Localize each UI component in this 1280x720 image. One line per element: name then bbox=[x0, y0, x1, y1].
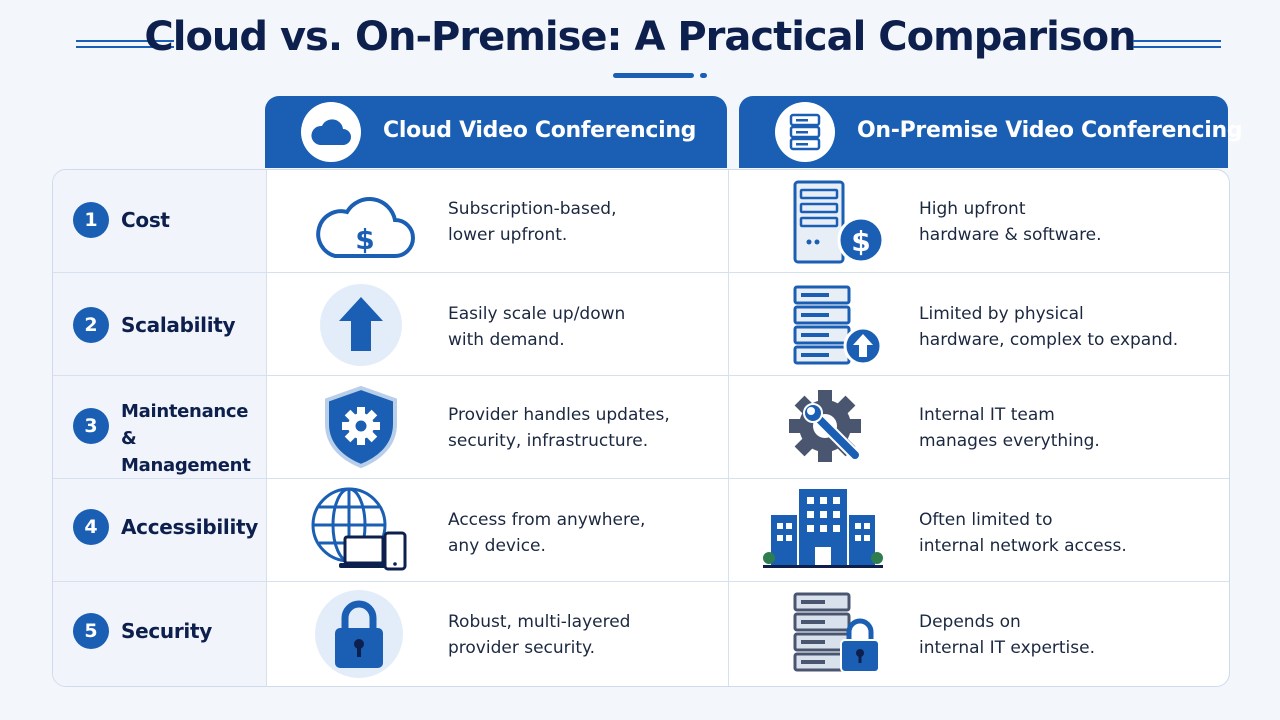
server-lock-icon bbox=[787, 586, 897, 678]
row-divider bbox=[53, 581, 1229, 582]
title-area: Cloud vs. On-Premise: A Practical Compar… bbox=[0, 0, 1280, 90]
row-number-badge: 2 bbox=[73, 307, 109, 343]
header-onprem: On-Premise Video Conferencing bbox=[739, 96, 1243, 168]
svg-text:$: $ bbox=[851, 225, 870, 258]
padlock-icon bbox=[311, 586, 421, 678]
comparison-table: 1 Cost $ Subscription-based, lower upfro… bbox=[52, 169, 1230, 687]
header-onprem-label: On-Premise Video Conferencing bbox=[857, 118, 1243, 143]
row-label: Accessibility bbox=[121, 515, 258, 539]
table-row-maintenance: 3 Maintenance & Management bbox=[53, 376, 1229, 479]
column-divider bbox=[728, 170, 729, 686]
table-row-accessibility: 4 Accessibility Access from anywhere, an… bbox=[53, 479, 1229, 582]
row-divider bbox=[53, 478, 1229, 479]
cloud-description: Easily scale up/down with demand. bbox=[448, 304, 626, 350]
cloud-description: Access from anywhere, any device. bbox=[448, 510, 646, 556]
title-decoration-left bbox=[76, 46, 174, 48]
server-dollar-icon: $ bbox=[787, 176, 897, 268]
globe-devices-icon bbox=[307, 483, 417, 575]
row-label: Security bbox=[121, 619, 212, 643]
row-label: Cost bbox=[121, 208, 170, 232]
row-divider bbox=[53, 272, 1229, 273]
header-cloud-label: Cloud Video Conferencing bbox=[383, 118, 697, 143]
svg-text:$: $ bbox=[355, 223, 374, 256]
row-label: Maintenance & Management bbox=[121, 401, 251, 476]
title-underline bbox=[613, 73, 694, 78]
title-underline-dot bbox=[700, 73, 707, 78]
onprem-description: Often limited to internal network access… bbox=[919, 510, 1127, 556]
row-divider bbox=[53, 375, 1229, 376]
onprem-description: High upfront hardware & software. bbox=[919, 199, 1102, 245]
row-number-badge: 3 bbox=[73, 408, 109, 444]
server-stack-upload-icon bbox=[787, 279, 897, 371]
shield-gear-icon bbox=[311, 380, 421, 472]
row-number-badge: 5 bbox=[73, 613, 109, 649]
page-title: Cloud vs. On-Premise: A Practical Compar… bbox=[144, 14, 1136, 60]
onprem-description: Depends on internal IT expertise. bbox=[919, 612, 1096, 658]
cloud-description: Provider handles updates, security, infr… bbox=[448, 405, 670, 451]
arrow-up-icon bbox=[311, 279, 421, 371]
title-decoration-left bbox=[76, 40, 174, 42]
server-icon bbox=[775, 102, 835, 162]
table-row-cost: 1 Cost $ Subscription-based, lower upfro… bbox=[53, 170, 1229, 273]
cloud-description: Subscription-based, lower upfront. bbox=[448, 199, 617, 245]
cloud-icon bbox=[301, 102, 361, 162]
onprem-description: Internal IT team manages everything. bbox=[919, 405, 1100, 451]
office-building-icon bbox=[763, 481, 883, 573]
title-decoration-right bbox=[1133, 46, 1221, 48]
row-number-badge: 1 bbox=[73, 202, 109, 238]
table-row-security: 5 Security Robust, multi-layered provide… bbox=[53, 582, 1229, 685]
cloud-dollar-icon: $ bbox=[311, 178, 421, 270]
header-cloud: Cloud Video Conferencing bbox=[265, 96, 727, 168]
cloud-description: Robust, multi-layered provider security. bbox=[448, 612, 631, 658]
row-label: Scalability bbox=[121, 313, 236, 337]
onprem-description: Limited by physical hardware, complex to… bbox=[919, 304, 1179, 350]
title-decoration-right bbox=[1133, 40, 1221, 42]
table-row-scalability: 2 Scalability Easily scale up/down with … bbox=[53, 273, 1229, 376]
row-number-badge: 4 bbox=[73, 509, 109, 545]
gear-wrench-icon bbox=[777, 380, 887, 472]
